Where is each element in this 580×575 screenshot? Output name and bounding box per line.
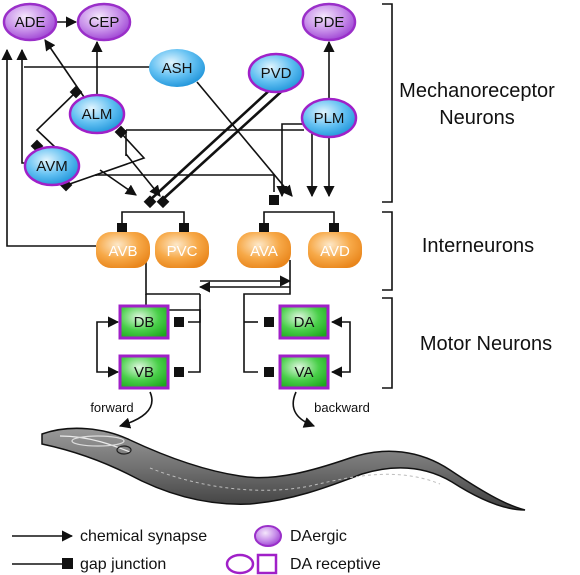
- synapse-avb-ade: [1, 48, 96, 247]
- node-da-label: DA: [294, 314, 315, 331]
- gap-junction-marker: [143, 195, 157, 209]
- worm-illustration: [41, 427, 526, 511]
- wires-interneurons: [117, 211, 339, 295]
- legend-da-receptive-label: DA receptive: [290, 556, 381, 573]
- group-label-interneurons: Interneurons: [422, 235, 534, 257]
- legend-daergic-symbol: [254, 525, 282, 547]
- legend-chemical-synapse-label: chemical synapse: [80, 528, 207, 545]
- node-pde: PDE: [301, 2, 357, 42]
- node-db: DB: [118, 304, 170, 340]
- node-pvc-label: PVC: [167, 243, 198, 260]
- node-cep-label: CEP: [89, 14, 120, 31]
- node-va-label: VA: [295, 364, 314, 381]
- legend-daergic-label: DAergic: [290, 528, 347, 545]
- node-db-label: DB: [134, 314, 155, 331]
- legend-da-receptive-square: [256, 553, 278, 575]
- direction-forward: forward: [90, 400, 133, 415]
- group-brackets: [382, 3, 393, 389]
- node-alm: ALM: [68, 93, 126, 135]
- node-ava: AVA: [237, 232, 291, 268]
- node-pvc: PVC: [155, 232, 209, 268]
- legend-gap-junction-symbol: [62, 558, 73, 569]
- node-alm-label: ALM: [82, 106, 113, 123]
- gap-junction-marker: [156, 195, 170, 209]
- legend-gap-junction-label: gap junction: [80, 556, 166, 573]
- group-label-motor-neurons: Motor Neurons: [420, 333, 552, 355]
- node-ade: ADE: [2, 2, 58, 42]
- node-avm-label: AVM: [36, 158, 67, 175]
- node-pde-label: PDE: [314, 14, 345, 31]
- node-avm: AVM: [23, 145, 81, 187]
- legend: chemical synapse gap junction DAergic DA…: [12, 525, 381, 575]
- gap-junction-marker: [114, 125, 128, 139]
- node-ava-label: AVA: [250, 243, 278, 260]
- node-pvd-label: PVD: [261, 65, 292, 82]
- group-label-mechanoreceptor-2: Neurons: [439, 107, 515, 129]
- gap-junction-marker: [269, 195, 279, 205]
- node-da: DA: [278, 304, 330, 340]
- node-ash-label: ASH: [162, 60, 193, 77]
- node-va: VA: [278, 354, 330, 390]
- node-vb: VB: [118, 354, 170, 390]
- node-avb: AVB: [96, 232, 150, 268]
- node-vb-label: VB: [134, 364, 154, 381]
- node-avd-label: AVD: [320, 243, 350, 260]
- node-pvd: PVD: [247, 52, 305, 94]
- group-label-mechanoreceptor-1: Mechanoreceptor: [399, 80, 555, 102]
- node-ash: ASH: [149, 49, 205, 87]
- node-avd: AVD: [308, 232, 362, 268]
- direction-backward: backward: [314, 400, 370, 415]
- node-plm: PLM: [300, 97, 358, 139]
- node-plm-label: PLM: [314, 110, 345, 127]
- node-ade-label: ADE: [15, 14, 46, 31]
- wires-middle: [95, 81, 335, 209]
- legend-da-receptive-oval: [225, 553, 255, 575]
- node-cep: CEP: [76, 2, 132, 42]
- node-avb-label: AVB: [109, 243, 138, 260]
